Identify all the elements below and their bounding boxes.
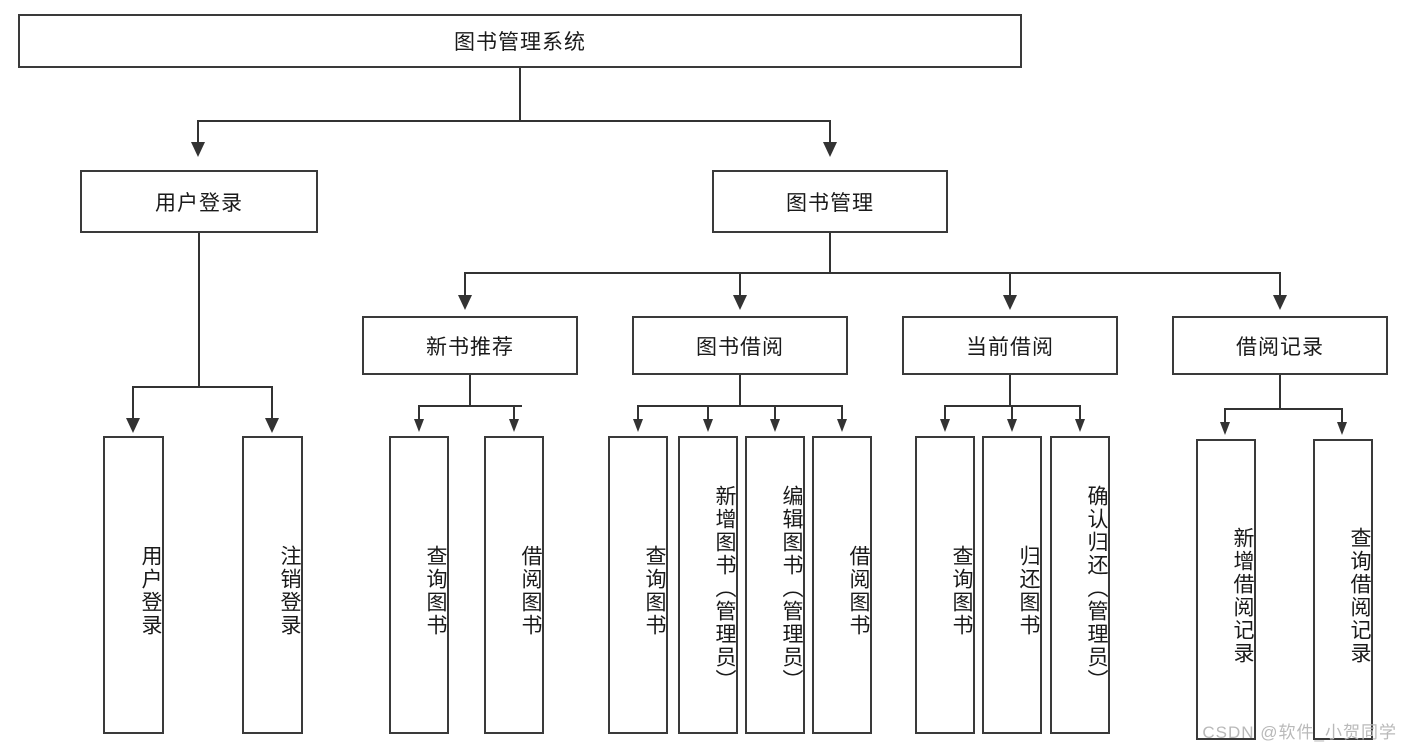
connector-root-to-book-management [829,120,831,144]
node-label: 编辑图书（管理员） [780,484,803,692]
node-label: 借阅图书 [519,545,542,637]
connector-book-management-stem [829,233,831,272]
leaf-borrow-record-add-record[interactable]: 新增借阅记录 [1196,439,1256,740]
arrow-user-login-to-leaf-2 [265,418,279,433]
node-label: 查询图书 [950,545,973,637]
arrow-current-borrow-to-leaf-2 [1007,419,1017,432]
node-label: 查询图书 [424,545,447,637]
arrow-bm-to-new-book [458,295,472,310]
node-book-borrow[interactable]: 图书借阅 [632,316,848,375]
connector-current-borrow-to-leaf-1 [944,405,946,421]
arrow-new-book-to-leaf-1 [414,419,424,432]
leaf-new-book-borrow-book[interactable]: 借阅图书 [484,436,544,734]
arrow-borrow-record-to-leaf-2 [1337,422,1347,435]
arrow-new-book-to-leaf-2 [509,419,519,432]
arrow-current-borrow-to-leaf-3 [1075,419,1085,432]
arrow-borrow-record-to-leaf-1 [1220,422,1230,435]
node-book-management[interactable]: 图书管理 [712,170,948,233]
leaf-book-borrow-edit-book-admin[interactable]: 编辑图书（管理员） [745,436,805,734]
connector-borrow-record-to-leaf-2 [1341,408,1343,424]
connector-root-to-user-login [197,120,199,144]
arrow-bm-to-current-borrow [1003,295,1017,310]
node-label: 新书推荐 [426,335,514,359]
node-label: 新增图书（管理员） [713,484,736,692]
csdn-watermark: CSDN @软件_小贺同学 [1202,723,1397,742]
connector-new-book-to-leaf-1 [418,405,420,421]
connector-user-login-to-leaf-1 [132,386,134,420]
connector-user-login-bus [132,386,272,388]
connector-current-borrow-stem [1009,375,1011,405]
node-label: 当前借阅 [966,335,1054,359]
connector-new-book-bus [418,405,522,407]
connector-book-borrow-to-leaf-3 [774,405,776,421]
connector-book-borrow-to-leaf-1 [637,405,639,421]
leaf-current-borrow-query-book[interactable]: 查询图书 [915,436,975,734]
connector-book-management-bus [464,272,1280,274]
node-label: 注销登录 [278,545,301,637]
node-root-book-management-system[interactable]: 图书管理系统 [18,14,1022,68]
connector-borrow-record-stem [1279,375,1281,408]
connector-root-bus [197,120,831,122]
node-label: 图书管理 [786,191,874,215]
connector-new-book-to-leaf-2 [513,405,515,421]
node-label: 查询借阅记录 [1348,526,1371,665]
node-label: 归还图书 [1017,545,1040,637]
leaf-current-borrow-confirm-return-admin[interactable]: 确认归还（管理员） [1050,436,1110,734]
node-label: 新增借阅记录 [1231,526,1254,665]
arrow-current-borrow-to-leaf-1 [940,419,950,432]
connector-current-borrow-to-leaf-2 [1011,405,1013,421]
leaf-book-borrow-borrow-book[interactable]: 借阅图书 [812,436,872,734]
connector-book-borrow-stem [739,375,741,405]
connector-current-borrow-to-leaf-3 [1079,405,1081,421]
node-label: 查询图书 [643,545,666,637]
connector-user-login-stem [198,233,200,386]
arrow-book-borrow-to-leaf-3 [770,419,780,432]
node-borrow-record[interactable]: 借阅记录 [1172,316,1388,375]
connector-bm-to-current-borrow [1009,272,1011,297]
connector-borrow-record-to-leaf-1 [1224,408,1226,424]
arrow-book-borrow-to-leaf-1 [633,419,643,432]
connector-bm-to-borrow-record [1279,272,1281,297]
leaf-borrow-record-query-record[interactable]: 查询借阅记录 [1313,439,1373,740]
arrow-root-to-book-management [823,142,837,157]
arrow-book-borrow-to-leaf-4 [837,419,847,432]
node-label: 确认归还（管理员） [1085,484,1108,692]
leaf-user-login-logout[interactable]: 注销登录 [242,436,303,734]
leaf-user-login-login[interactable]: 用户登录 [103,436,164,734]
arrow-book-borrow-to-leaf-2 [703,419,713,432]
connector-borrow-record-bus [1224,408,1342,410]
node-label: 图书管理系统 [454,31,586,54]
leaf-book-borrow-add-book-admin[interactable]: 新增图书（管理员） [678,436,738,734]
leaf-new-book-query-book[interactable]: 查询图书 [389,436,449,734]
arrow-user-login-to-leaf-1 [126,418,140,433]
connector-book-borrow-bus [637,405,842,407]
connector-root-stem [519,68,521,120]
node-label: 借阅图书 [847,545,870,637]
connector-book-borrow-to-leaf-2 [707,405,709,421]
arrow-root-to-user-login [191,142,205,157]
arrow-bm-to-borrow-record [1273,295,1287,310]
leaf-current-borrow-return-book[interactable]: 归还图书 [982,436,1042,734]
connector-bm-to-new-book [464,272,466,297]
connector-user-login-to-leaf-2 [271,386,273,420]
node-current-borrow[interactable]: 当前借阅 [902,316,1118,375]
node-label: 用户登录 [139,545,162,637]
node-label: 借阅记录 [1236,335,1324,359]
connector-new-book-stem [469,375,471,405]
leaf-book-borrow-query-book[interactable]: 查询图书 [608,436,668,734]
node-label: 图书借阅 [696,335,784,359]
connector-book-borrow-to-leaf-4 [841,405,843,421]
node-new-book-recommend[interactable]: 新书推荐 [362,316,578,375]
arrow-bm-to-book-borrow [733,295,747,310]
connector-bm-to-book-borrow [739,272,741,297]
node-user-login[interactable]: 用户登录 [80,170,318,233]
node-label: 用户登录 [155,191,243,215]
